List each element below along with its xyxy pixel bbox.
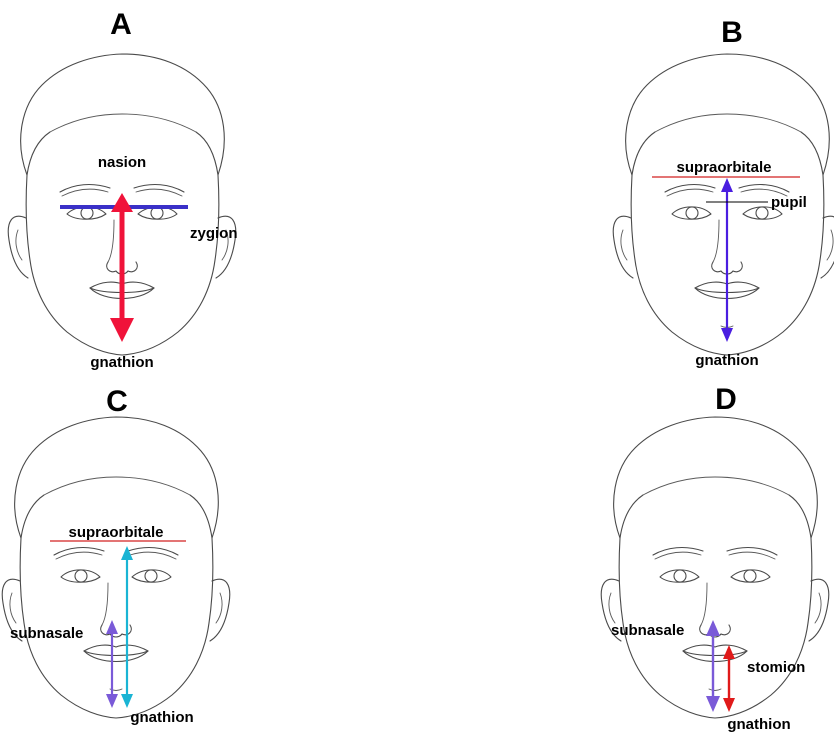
arrow-head-top xyxy=(121,546,133,560)
arrow-head-bottom xyxy=(723,698,735,712)
arrow-head-bottom xyxy=(121,694,133,708)
panel-d: D subnasale stomion gnathion xyxy=(601,383,829,733)
arrow-head-top xyxy=(721,178,733,192)
label-gnathion: gnathion xyxy=(130,709,193,726)
label-subnasale: subnasale xyxy=(10,625,83,642)
arrow-head-bottom xyxy=(106,694,118,708)
label-zygion: zygion xyxy=(190,225,238,242)
panel-letter-d: D xyxy=(715,383,737,416)
label-stomion: stomion xyxy=(747,659,805,676)
panel-letter-b: B xyxy=(721,16,743,49)
arrow-head-top xyxy=(111,193,133,212)
label-nasion: nasion xyxy=(98,154,146,171)
label-gnathion: gnathion xyxy=(90,354,153,371)
label-supraorbitale: supraorbitale xyxy=(68,524,163,541)
arrow-head-top xyxy=(706,620,720,636)
panel-b: B supraorbitale pupil gnathion xyxy=(613,16,834,369)
arrow-head-bottom xyxy=(721,328,733,342)
arrow-head-top xyxy=(723,645,735,659)
label-pupil: pupil xyxy=(771,194,807,211)
arrow-head-top xyxy=(106,620,118,634)
label-gnathion: gnathion xyxy=(695,352,758,369)
label-gnathion: gnathion xyxy=(727,716,790,733)
arrow-head-bottom xyxy=(706,696,720,712)
arrow-head-bottom xyxy=(110,318,134,342)
panel-letter-c: C xyxy=(106,385,128,418)
label-subnasale: subnasale xyxy=(611,622,684,639)
label-supraorbitale: supraorbitale xyxy=(676,159,771,176)
face-outline-icon xyxy=(2,417,230,718)
panel-letter-a: A xyxy=(110,8,132,41)
panel-c: C supraorbitale subnasale gnathion xyxy=(2,385,230,726)
panel-a: A nasion zygion gnathion xyxy=(8,8,237,371)
